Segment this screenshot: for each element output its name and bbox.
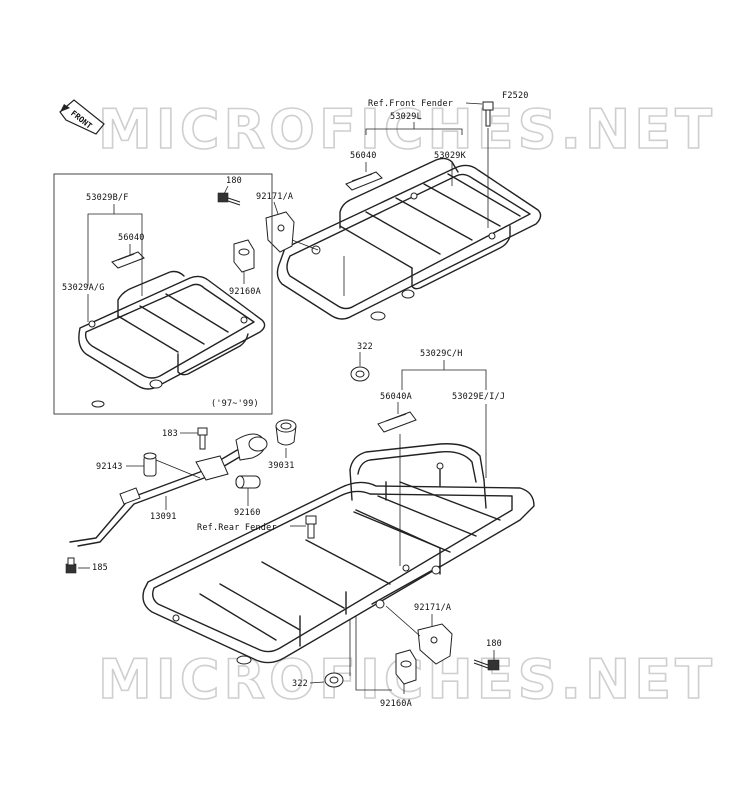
label-92160a-top: 92160A bbox=[229, 287, 261, 297]
bolt-180-bottom bbox=[473, 659, 500, 671]
label-92171a-bottom: 92171/A bbox=[414, 603, 451, 613]
rear-carrier bbox=[142, 411, 535, 665]
front-carrier bbox=[276, 157, 542, 321]
nut-322-bottom bbox=[324, 672, 344, 688]
label-39031: 39031 bbox=[268, 461, 295, 471]
bolt-rear-fender bbox=[305, 515, 317, 539]
label-ref-front-fender: Ref.Front Fender bbox=[368, 99, 453, 109]
label-53029K: 53029K bbox=[434, 151, 467, 161]
bracket-92171a-bottom bbox=[417, 623, 453, 665]
bolt-180-top bbox=[217, 192, 241, 206]
label-13091: 13091 bbox=[150, 512, 177, 522]
bar-13091 bbox=[69, 433, 268, 547]
label-92143: 92143 bbox=[96, 462, 123, 472]
bolt-183 bbox=[197, 427, 208, 450]
label-ref-rear-fender: Ref.Rear Fender bbox=[197, 523, 277, 533]
rubber-39031 bbox=[275, 419, 297, 446]
label-53029eij: 53029E/I/J bbox=[452, 392, 505, 402]
label-92160: 92160 bbox=[234, 508, 261, 518]
bolt-front-fender bbox=[482, 101, 494, 127]
label-92171a-top: 92171/A bbox=[256, 192, 293, 202]
label-180-bottom: 180 bbox=[486, 639, 502, 649]
label-56040-top: 56040 bbox=[350, 151, 377, 161]
collar-92143 bbox=[143, 452, 157, 477]
watermark-top: MICROFICHES.NET bbox=[98, 98, 716, 161]
label-56040-inset: 56040 bbox=[118, 233, 145, 243]
label-53029ch: 53029C/H bbox=[420, 349, 463, 359]
clamp-92160a-bottom bbox=[395, 649, 417, 685]
label-inset-years: ('97~'99) bbox=[211, 399, 259, 409]
clamp-92160a-top bbox=[233, 239, 255, 273]
label-183: 183 bbox=[162, 429, 178, 439]
label-92160a-bottom: 92160A bbox=[380, 699, 412, 709]
label-53029ag: 53029A/G bbox=[62, 283, 105, 293]
nut-322-top bbox=[350, 366, 370, 382]
bolt-185 bbox=[65, 557, 77, 574]
label-185: 185 bbox=[92, 563, 108, 573]
inset-carrier bbox=[78, 251, 266, 408]
label-53029bf: 53029B/F bbox=[86, 193, 129, 203]
label-56040a: 56040A bbox=[380, 392, 412, 402]
collar-92160 bbox=[235, 475, 261, 489]
label-180-top: 180 bbox=[226, 176, 242, 186]
bracket-92171a-top bbox=[265, 211, 295, 253]
label-322-top: 322 bbox=[357, 342, 373, 352]
label-53029L: 53029L bbox=[390, 112, 422, 122]
label-322-bottom: 322 bbox=[292, 679, 308, 689]
inset-box bbox=[53, 173, 273, 415]
diagram-code: F2520 bbox=[502, 91, 529, 101]
